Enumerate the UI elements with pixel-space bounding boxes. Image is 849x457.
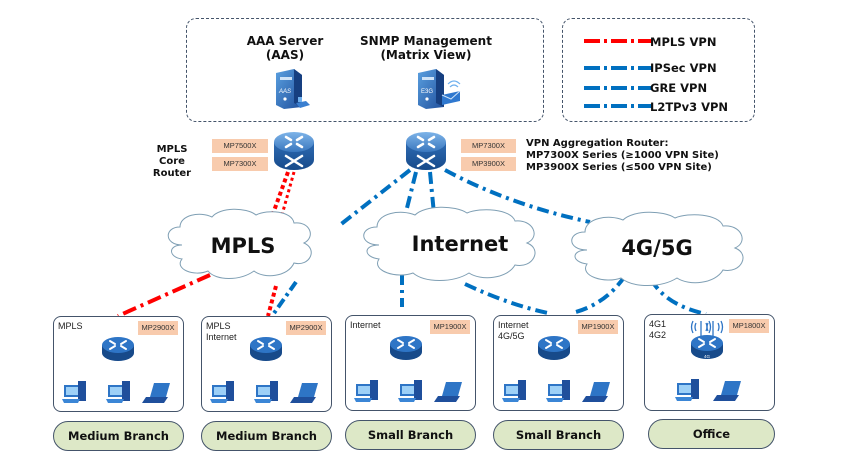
branch-model-tag: MP2900X (138, 321, 178, 335)
aggregation-router-model-tag: MP3900X (461, 157, 516, 171)
svg-text:E3G: E3G (421, 89, 433, 95)
aggregation-router-icon[interactable] (404, 128, 448, 174)
vpn-link-agg-4g5g (444, 168, 591, 224)
branch-router-icon[interactable] (388, 334, 424, 362)
core-router-model-tag: MP7300X (212, 157, 268, 171)
branch-router-icon[interactable] (248, 335, 284, 363)
mpls-link-branch-1 (117, 273, 211, 318)
mpls-cloud[interactable] (160, 205, 320, 285)
aggregation-router-description: VPN Aggregation Router: MP7300X Series (… (526, 138, 719, 174)
vpn-link-agg-mpls (338, 168, 412, 227)
aggregation-desc-line3: MP3900X Series (≤500 VPN Site) (526, 162, 712, 173)
branch-links: 4G1 4G2 (649, 319, 666, 341)
branch-label-medium-2: Medium Branch (201, 421, 332, 451)
aggregation-desc-line2: MP7300X Series (≥1000 VPN Site) (526, 150, 719, 161)
legend-label-mpls-vpn: MPLS VPN (650, 35, 717, 49)
core-router-icon[interactable] (272, 128, 316, 174)
branch-devices (502, 380, 610, 402)
mpls-link-branch-2 (266, 285, 278, 317)
core-router-label-line1: MPLS (156, 144, 188, 155)
laptop-icon (434, 382, 462, 402)
branch-router-icon[interactable] (536, 334, 572, 362)
aggregation-desc-line1: VPN Aggregation Router: (526, 138, 669, 149)
aaa-server-title-line1: AAA Server (246, 34, 324, 48)
branch-label-small-1: Small Branch (345, 420, 476, 450)
laptop-icon (142, 383, 170, 403)
legend-panel (562, 18, 755, 122)
branch-link-type: Internet (498, 320, 529, 330)
branch-label-office: Office (648, 419, 775, 449)
desktop-icon (502, 380, 526, 402)
mpls-cloud-label: MPLS (210, 234, 276, 258)
branch-link-type: 4G1 (649, 319, 667, 329)
branch-model-tag: MP1900X (430, 320, 470, 334)
snmp-title-line2: (Matrix View) (380, 48, 472, 62)
branch-model-tag: MP1900X (578, 320, 618, 334)
4g5g-cloud[interactable] (563, 210, 753, 290)
svg-text:4G: 4G (704, 354, 711, 359)
aaa-server-title: AAA Server (AAS) (230, 34, 340, 62)
aaa-server-icon[interactable]: AAS (272, 67, 314, 111)
legend-label-l2tpv3-vpn: L2TPv3 VPN (650, 100, 729, 114)
laptop-icon (582, 382, 610, 402)
snmp-title: SNMP Management (Matrix View) (356, 34, 496, 62)
branch-link-type: MPLS (58, 321, 83, 331)
aaa-server-title-line2: (AAS) (265, 48, 305, 62)
desktop-icon (354, 380, 378, 402)
branch-link-type: Internet (206, 332, 237, 342)
4g5g-cloud-label: 4G/5G (621, 236, 693, 260)
desktop-icon (398, 380, 422, 402)
branch-devices (62, 381, 170, 403)
laptop-icon (713, 381, 741, 401)
branch-label-medium-1: Medium Branch (53, 421, 184, 451)
branch-devices (210, 381, 318, 403)
branch-router-icon[interactable] (100, 335, 136, 363)
snmp-management-icon[interactable]: E3G (414, 67, 464, 111)
legend-label-ipsec-vpn: IPSec VPN (650, 61, 717, 75)
4g-router-icon[interactable]: 4G (687, 317, 727, 363)
legend-label-gre-vpn: GRE VPN (650, 81, 708, 95)
branch-devices (675, 379, 741, 401)
aggregation-router-model-tag: MP7300X (461, 139, 516, 153)
vpn-link-agg-internet-1 (402, 171, 418, 221)
vpn-link-4g5g-branch-4 (571, 274, 627, 315)
branch-link-type: Internet (350, 320, 381, 330)
desktop-icon (210, 381, 234, 403)
desktop-icon (62, 381, 86, 403)
branch-small-1[interactable]: Internet MP1900X (345, 315, 476, 411)
branch-links: Internet (350, 320, 381, 331)
branch-links: Internet 4G/5G (498, 320, 529, 342)
branch-office[interactable]: 4G1 4G2 MP1800X 4G (644, 314, 775, 411)
vpn-link-branch-2 (270, 280, 298, 318)
desktop-icon (106, 381, 130, 403)
branch-model-tag: MP2900X (286, 321, 326, 335)
branch-link-type: MPLS (206, 321, 231, 331)
legend-swatches (584, 39, 652, 108)
branch-link-type: 4G/5G (498, 331, 525, 341)
laptop-icon (290, 383, 318, 403)
desktop-icon (546, 380, 570, 402)
internet-cloud-label: Internet (411, 232, 509, 256)
branch-link-type: 4G2 (649, 330, 667, 340)
core-router-label-line2: Core Router (152, 156, 192, 179)
snmp-title-line1: SNMP Management (360, 34, 492, 48)
svg-text:AAS: AAS (278, 89, 291, 95)
management-panel (186, 18, 544, 122)
branch-links: MPLS (58, 321, 83, 332)
branch-medium-1[interactable]: MPLS MP2900X (53, 316, 184, 412)
branch-model-tag: MP1800X (729, 319, 769, 333)
branch-devices (354, 380, 462, 402)
internet-cloud[interactable] (355, 203, 545, 287)
desktop-icon (254, 381, 278, 403)
core-router-label: MPLS Core Router (140, 144, 204, 180)
vpn-link-agg-internet-2 (428, 171, 436, 215)
desktop-icon (675, 379, 699, 401)
core-router-model-tag: MP7500X (212, 139, 268, 153)
branch-links: MPLS Internet (206, 321, 237, 343)
branch-small-2[interactable]: Internet 4G/5G MP1900X (493, 315, 624, 411)
branch-medium-2[interactable]: MPLS Internet MP2900X (201, 316, 332, 412)
branch-label-small-2: Small Branch (493, 420, 624, 450)
vpn-link-internet-branch-4 (464, 282, 549, 315)
